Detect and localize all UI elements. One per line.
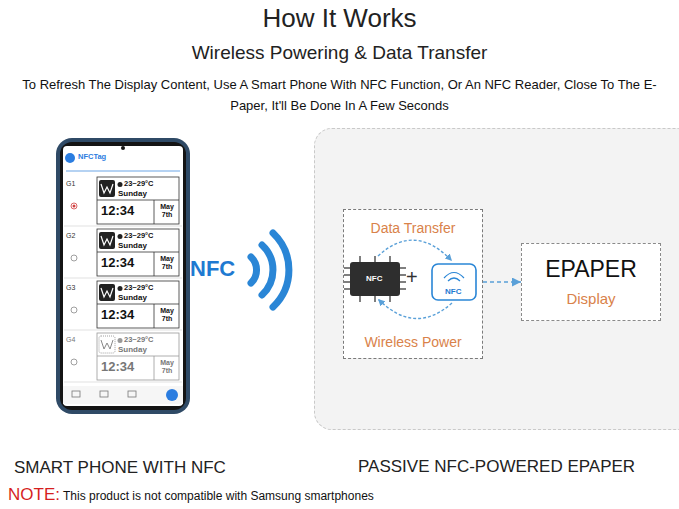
group-number: G4 [66, 336, 75, 344]
app-title: NFCTag [78, 153, 106, 162]
description: To Refresh The Display Content, Use A Sm… [10, 75, 669, 117]
nfc-waves [251, 233, 289, 307]
nfc-module-box: Data TransferWireless Power [343, 209, 483, 359]
time-text: 12:34 [101, 204, 134, 219]
module-ground [343, 209, 482, 358]
panel-caption: PASSIVE NFC-POWERED EPAPER [358, 457, 635, 477]
date-text: May 7th [156, 307, 178, 322]
module-footer: Wireless Power [344, 334, 482, 350]
phone-illustration [56, 138, 190, 414]
nfc-panel: Data TransferWireless Power EPAPER Display… [314, 128, 679, 430]
group-number: G3 [66, 284, 75, 292]
panel-ground [314, 128, 679, 430]
group-number: G2 [66, 232, 75, 240]
weekday-text: Sunday [118, 345, 147, 354]
weekday-text: Sunday [118, 241, 147, 250]
temperature-text: 23~29°C [124, 336, 153, 345]
epaper-box: EPAPER Display [521, 243, 661, 321]
nfc-icon [432, 264, 476, 300]
nfc-icon-text: NFC [445, 287, 461, 296]
weekday-text: Sunday [118, 293, 147, 302]
epaper-subtitle: Display [522, 290, 660, 307]
temperature-text: 23~29°C [124, 180, 153, 189]
date-text: May 7th [156, 203, 178, 218]
date-text: May 7th [156, 255, 178, 270]
temperature-text: 23~29°C [124, 284, 153, 293]
note-label: NOTE: [8, 485, 60, 505]
plus-sign: + [406, 266, 418, 289]
time-text: 12:34 [101, 308, 134, 323]
time-text: 12:34 [101, 256, 134, 271]
flow-arrow [483, 281, 521, 283]
nfc-chip [344, 256, 406, 302]
phone-body: SMART PHONE WITH NFC [58, 140, 188, 412]
weekday-text: Sunday [118, 189, 147, 198]
main-title: How It Works [0, 4, 679, 34]
temperature-text: 23~29°C [124, 232, 153, 241]
module-heading: Data Transfer [344, 220, 482, 236]
chip-text: NFC [366, 274, 382, 283]
group-number: G1 [66, 180, 75, 188]
phone-caption: SMART PHONE WITH NFC [14, 458, 226, 478]
transfer-arrows [378, 240, 452, 318]
date-text: May 7th [156, 359, 178, 374]
note-text: This product is not compatible with Sams… [63, 490, 374, 504]
time-text: 12:34 [101, 360, 134, 375]
epaper-heading: EPAPER [522, 256, 660, 282]
nfc-symbol-text: NFC [190, 256, 235, 281]
subtitle: Wireless Powering & Data Transfer [0, 42, 679, 64]
